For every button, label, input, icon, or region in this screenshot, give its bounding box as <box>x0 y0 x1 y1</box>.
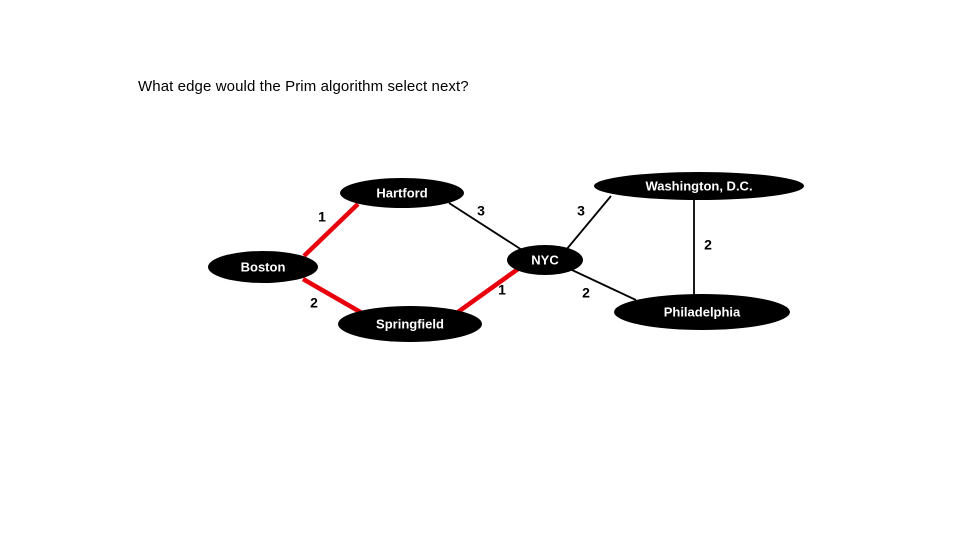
graph-edge-springfield-nyc <box>456 267 520 314</box>
edge-weight-boston-springfield: 2 <box>310 295 318 311</box>
node-ellipse-philadelphia <box>614 294 790 330</box>
edge-weight-hartford-nyc: 3 <box>477 203 485 219</box>
edge-weight-springfield-nyc: 1 <box>498 282 506 298</box>
graph-node-hartford[interactable]: Hartford <box>340 178 464 208</box>
edge-weights-layer: 1 2 3 1 3 2 2 <box>310 203 712 311</box>
node-label-hartford: Hartford <box>376 185 427 200</box>
graph-edge-boston-hartford <box>302 202 360 258</box>
edge-weight-washington-philadelphia: 2 <box>704 237 712 253</box>
graph-edge-hartford-nyc <box>448 202 523 251</box>
node-ellipse-washington <box>594 172 804 200</box>
graph-node-springfield[interactable]: Springfield <box>338 306 482 342</box>
edge-weight-nyc-philadelphia: 2 <box>582 285 590 301</box>
graph-edge-nyc-philadelphia <box>571 269 637 301</box>
graph-node-boston[interactable]: Boston <box>208 251 318 283</box>
page-title: What edge would the Prim algorithm selec… <box>138 78 469 95</box>
node-label-springfield: Springfield <box>376 316 444 331</box>
edge-weight-boston-hartford: 1 <box>318 209 326 225</box>
node-ellipse-boston <box>208 251 318 283</box>
graph-node-nyc[interactable]: NYC <box>507 245 583 275</box>
edges-layer <box>301 195 695 315</box>
graph-node-philadelphia[interactable]: Philadelphia <box>614 294 790 330</box>
node-label-boston: Boston <box>241 259 286 274</box>
node-label-nyc: NYC <box>531 252 559 267</box>
graph-edge-boston-springfield <box>301 277 364 315</box>
node-ellipse-springfield <box>338 306 482 342</box>
node-label-philadelphia: Philadelphia <box>664 304 741 319</box>
node-ellipse-hartford <box>340 178 464 208</box>
node-label-washington: Washington, D.C. <box>645 178 752 193</box>
node-ellipse-nyc <box>507 245 583 275</box>
graph-node-washington[interactable]: Washington, D.C. <box>594 172 804 200</box>
edge-weight-nyc-washington: 3 <box>577 203 585 219</box>
graph-edge-nyc-washington <box>565 195 612 251</box>
